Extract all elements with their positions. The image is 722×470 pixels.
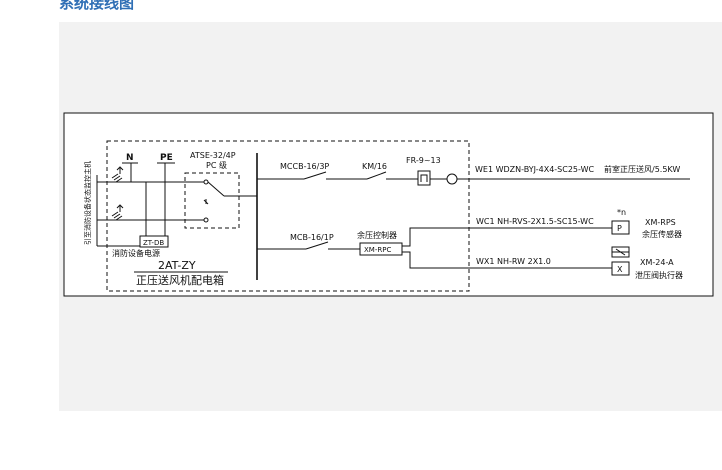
- sensor-name: 余压传感器: [642, 229, 682, 239]
- ats-model: ATSE-32/4P: [190, 151, 236, 160]
- ats-blade: [207, 181, 225, 197]
- valve-symbol: [612, 248, 629, 256]
- pe-label: PE: [160, 153, 173, 163]
- sensor-box: [611, 220, 630, 235]
- controller-title: 余压控制器: [357, 230, 397, 240]
- mccb-switch: [303, 171, 327, 180]
- box-name: 正压送风机配电箱: [136, 273, 224, 287]
- ats-class: PC 级: [206, 160, 227, 170]
- mccb-label: MCCB-16/3P: [280, 162, 329, 171]
- distribution-box-outline: [106, 140, 470, 292]
- valve-name: 泄压阀执行器: [635, 270, 683, 280]
- diagram-frame: [63, 112, 714, 297]
- ats-mech: [203, 199, 209, 205]
- incoming-ticks-2: [111, 211, 123, 221]
- km-label: KM/16: [362, 162, 387, 171]
- fr-label: FR-9~13: [406, 156, 441, 165]
- controller-box-label: XM-RPC: [364, 246, 391, 254]
- box-code: 2AT-ZY: [158, 259, 196, 272]
- ats-dashed-box: [184, 172, 240, 229]
- sensor-model: XM-RPS: [645, 218, 676, 227]
- valve-model: XM-24-A: [640, 258, 674, 267]
- zt-db-box: [139, 235, 169, 248]
- sensor-star: *n: [617, 208, 626, 217]
- valve-box-label: X: [617, 265, 623, 274]
- sensor-box-label: P: [617, 224, 622, 233]
- ats-contact-2: [203, 217, 209, 223]
- wx1-line: [402, 251, 612, 269]
- fr-box: [417, 170, 431, 186]
- wc1-label: WC1 NH-RVS-2X1.5-SC15-WC: [476, 217, 594, 226]
- wx1-label: WX1 NH-RW 2X1.0: [476, 257, 551, 266]
- n-label: N: [126, 153, 134, 163]
- fan-label: 前室正压送风/5.5KW: [604, 164, 680, 174]
- mcb-label: MCB-16/1P: [290, 233, 334, 242]
- we1-label: WE1 WDZN-BYJ-4X4-SC25-WC: [475, 165, 594, 174]
- controller-box: [359, 242, 403, 256]
- arrow-2: [116, 204, 124, 212]
- incoming-ticks-1: [111, 173, 123, 183]
- fire-power-label: 消防设备电源: [112, 248, 160, 258]
- valve-box: [611, 261, 630, 276]
- side-text: 引至消防设备状态监控主机: [83, 161, 92, 245]
- km-switch: [366, 171, 387, 180]
- mcb-switch: [305, 241, 329, 250]
- zt-db-label: ZT-DB: [143, 239, 164, 247]
- wc1-line: [402, 227, 612, 247]
- section-title: 系统接线图: [59, 0, 135, 12]
- arrow-1: [116, 166, 124, 174]
- fr-symbol: [420, 174, 428, 182]
